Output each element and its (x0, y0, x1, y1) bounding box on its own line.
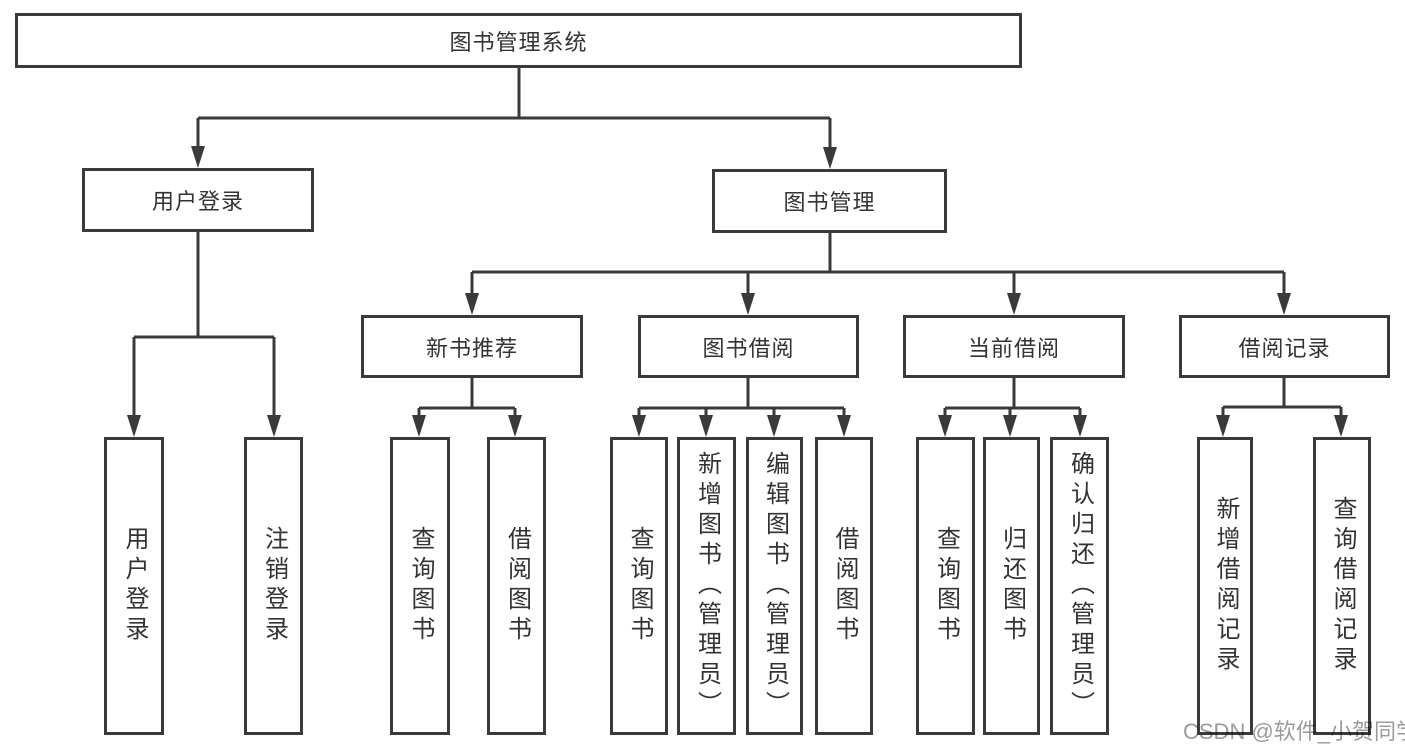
node-new-book-recommend: 新书推荐 (361, 315, 583, 378)
node-root-label: 图书管理系统 (449, 29, 588, 55)
leaf-bb-query-books: 查询图书 (610, 437, 668, 735)
node-root: 图书管理系统 (15, 13, 1022, 68)
leaf-user-login-label: 用户登录 (121, 526, 148, 646)
leaf-bb-borrow-books: 借阅图书 (815, 437, 873, 735)
leaf-cb-return-books: 归还图书 (983, 437, 1040, 735)
node-new-book-recommend-label: 新书推荐 (425, 335, 518, 361)
leaf-nbr-query-books-label: 查询图书 (407, 526, 434, 646)
node-user-login: 用户登录 (82, 168, 314, 232)
leaf-nbr-borrow-books-label: 借阅图书 (503, 526, 531, 646)
leaf-cb-confirm-return: 确认归还（管理员） (1050, 437, 1109, 735)
leaf-logout-label: 注销登录 (260, 526, 288, 646)
leaf-br-add-record-label: 新增借阅记录 (1212, 496, 1239, 676)
leaf-cb-query-books: 查询图书 (916, 437, 975, 735)
leaf-cb-query-books-label: 查询图书 (932, 526, 960, 646)
leaf-nbr-borrow-books: 借阅图书 (487, 437, 546, 735)
node-book-borrow-label: 图书借阅 (702, 335, 795, 361)
leaf-nbr-query-books: 查询图书 (390, 437, 450, 735)
node-user-login-label: 用户登录 (151, 189, 244, 214)
node-current-borrow: 当前借阅 (903, 315, 1125, 378)
leaf-br-query-record-label: 查询借阅记录 (1329, 496, 1356, 676)
leaf-br-query-record: 查询借阅记录 (1313, 437, 1371, 735)
node-book-management: 图书管理 (712, 169, 947, 233)
csdn-watermark: CSDN @软件_小贺同学 (1183, 719, 1405, 744)
leaf-bb-edit-books: 编辑图书（管理员） (746, 437, 803, 735)
leaf-br-add-record: 新增借阅记录 (1197, 437, 1253, 735)
node-borrow-records: 借阅记录 (1179, 315, 1390, 378)
leaf-bb-add-books-label: 新增图书（管理员） (693, 451, 721, 721)
leaf-bb-query-books-label: 查询图书 (626, 526, 653, 646)
leaf-bb-add-books: 新增图书（管理员） (677, 437, 736, 735)
node-book-management-label: 图书管理 (783, 190, 876, 215)
leaf-bb-edit-books-label: 编辑图书（管理员） (761, 451, 789, 721)
node-borrow-records-label: 借阅记录 (1238, 335, 1331, 361)
leaf-cb-return-books-label: 归还图书 (998, 526, 1026, 646)
node-current-borrow-label: 当前借阅 (967, 335, 1060, 361)
leaf-bb-borrow-books-label: 借阅图书 (831, 526, 858, 646)
leaf-cb-confirm-return-label: 确认归还（管理员） (1066, 451, 1094, 721)
leaf-user-login: 用户登录 (104, 437, 164, 735)
node-book-borrow: 图书借阅 (638, 315, 859, 378)
leaf-logout: 注销登录 (244, 437, 303, 735)
